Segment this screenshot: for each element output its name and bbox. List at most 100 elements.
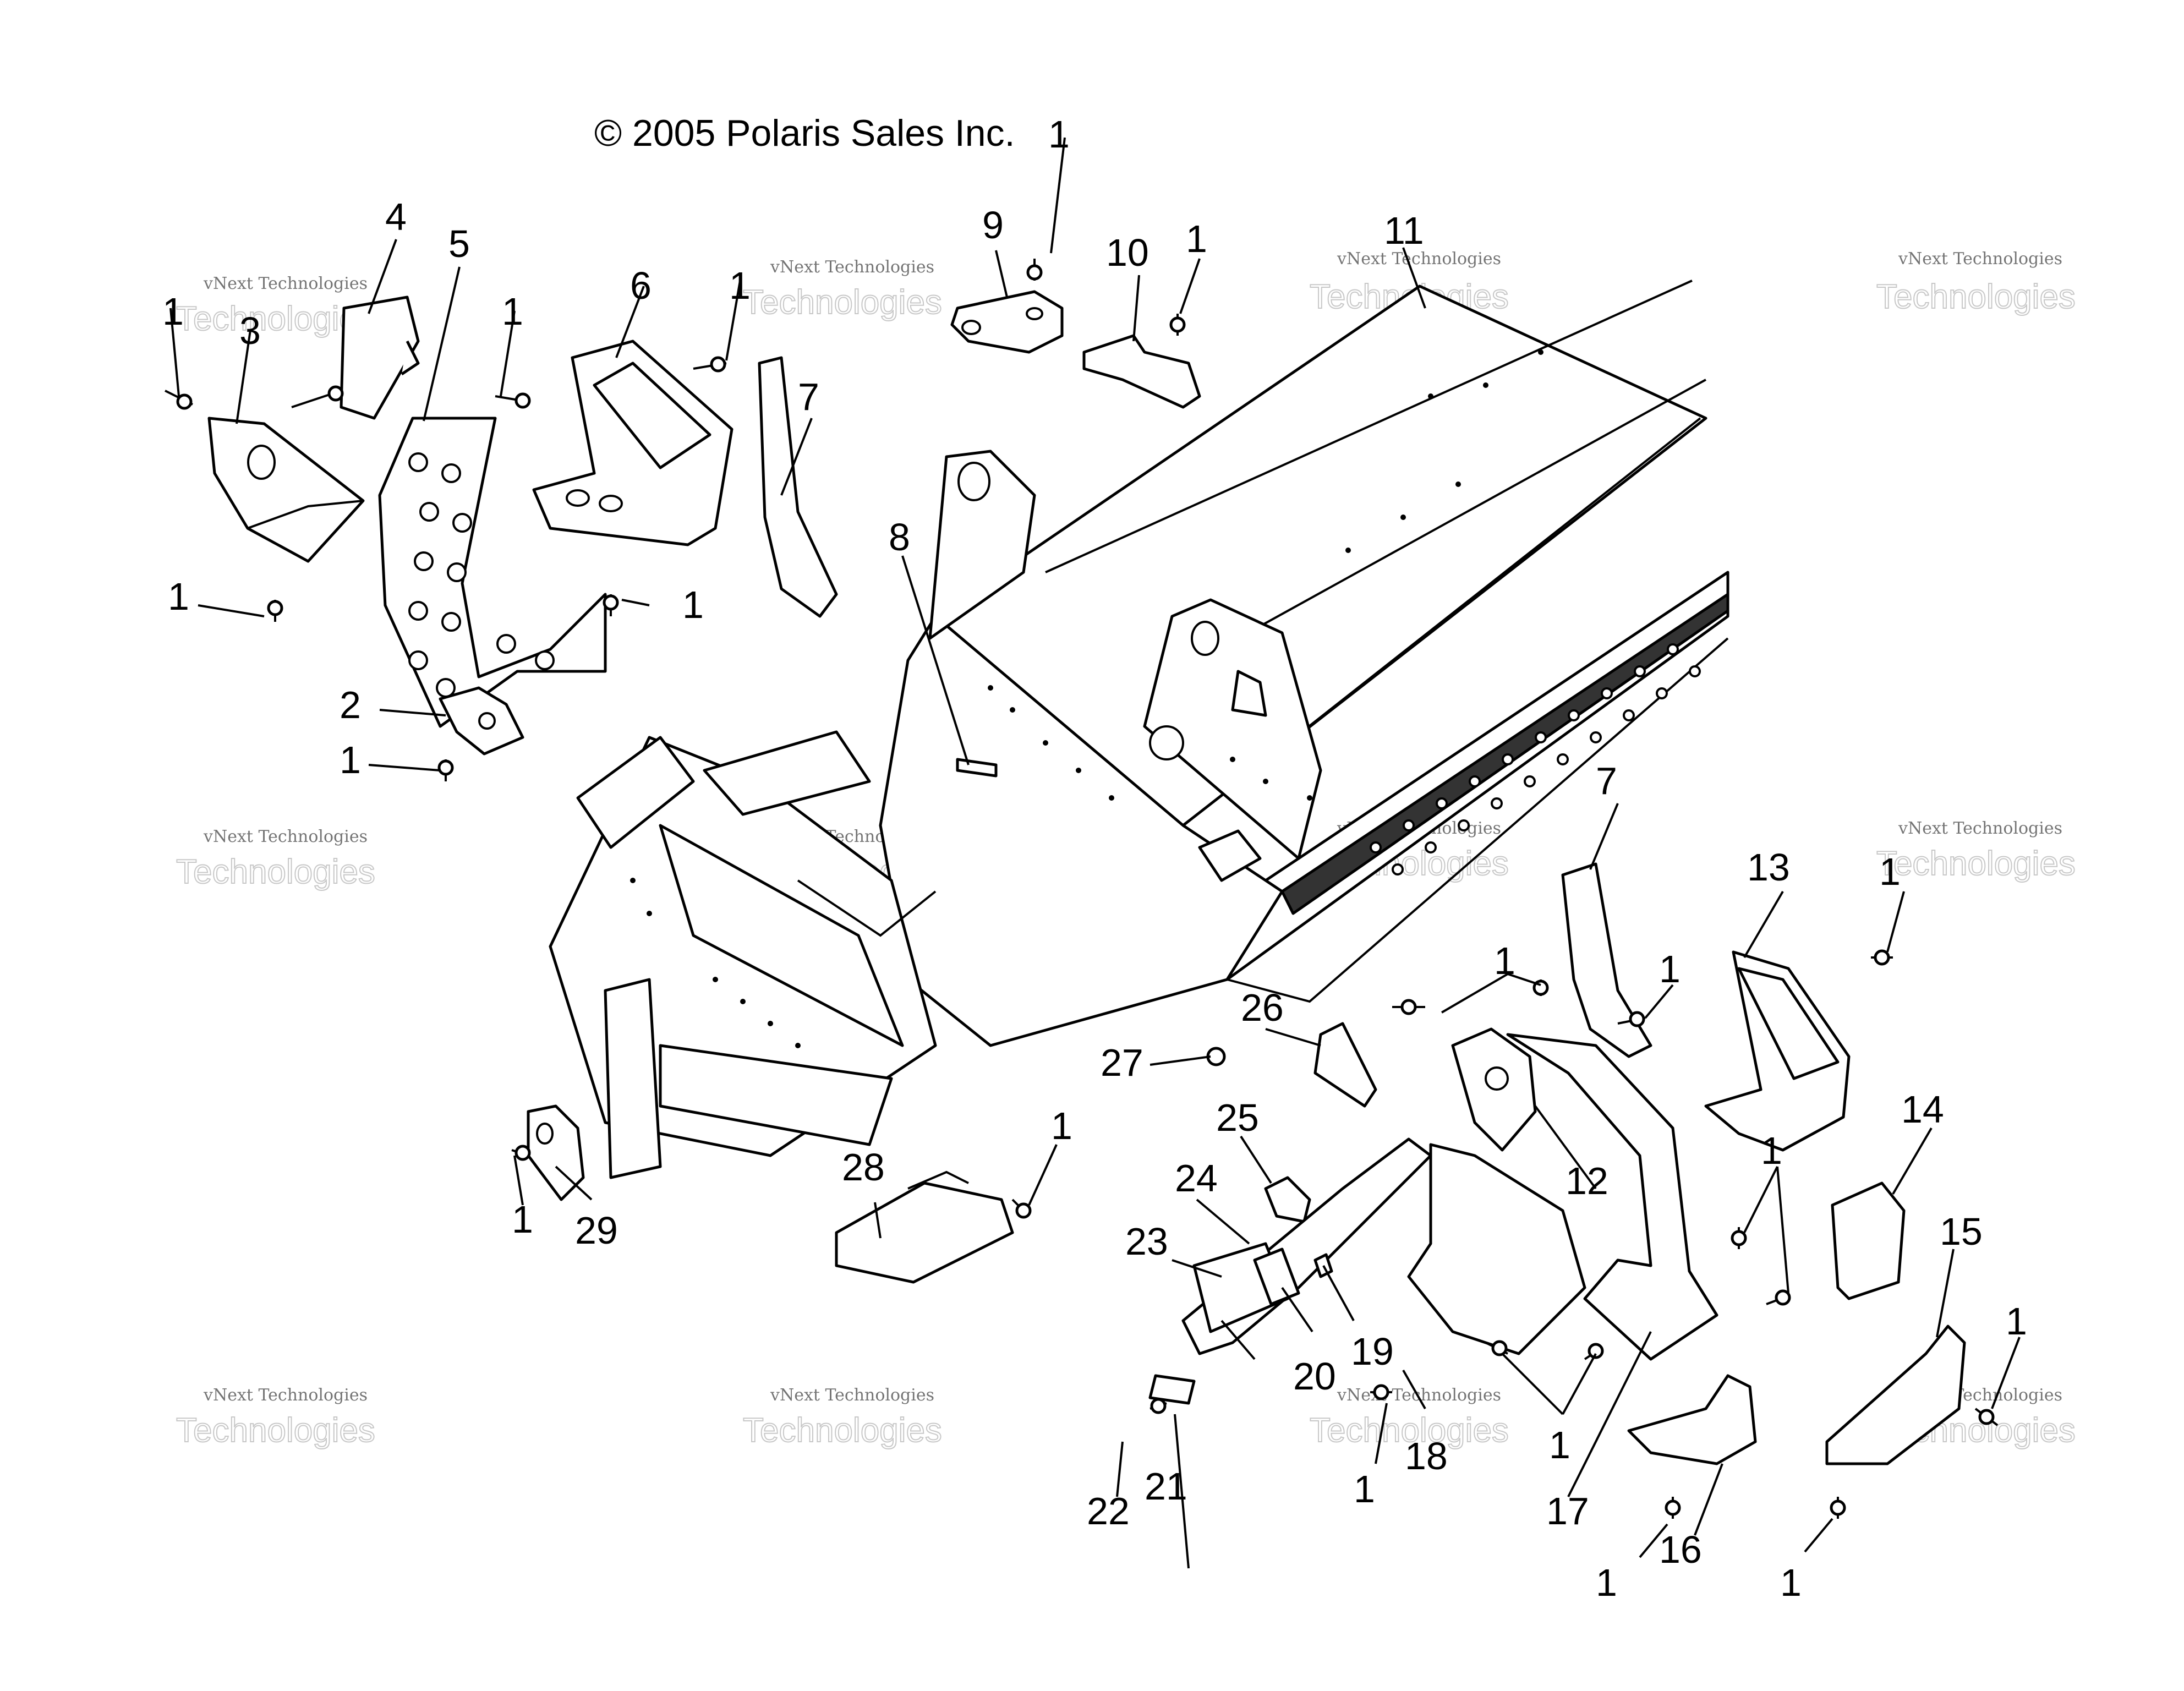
- callout-1: 1: [1048, 113, 1070, 156]
- callout-25: 25: [1216, 1096, 1259, 1139]
- part-18-panel: [1407, 1143, 1586, 1355]
- watermark-text: vNext Technologies: [1337, 1386, 1501, 1405]
- callout-1: 1: [1780, 1561, 1802, 1604]
- part-21-plate: [1148, 1374, 1196, 1405]
- bulkhead-mount-bracket: [703, 730, 871, 816]
- part-9-bracket: [950, 290, 1064, 354]
- tunnel-side-panel: [879, 615, 1284, 1047]
- part-7-deflector-lower: [1561, 862, 1652, 1058]
- callout-6: 6: [630, 264, 652, 307]
- callout-17: 17: [1546, 1490, 1589, 1533]
- watermark-text: vNext Technologies: [770, 1386, 934, 1405]
- watermark-text: vNext Technologies: [1898, 819, 2062, 838]
- watermark-text: Technologies: [743, 1411, 942, 1449]
- chassis-frame: [549, 280, 1729, 1179]
- callout-1: 1: [340, 738, 361, 781]
- part-20-decal: [1253, 1247, 1300, 1306]
- callout-4: 4: [385, 195, 407, 238]
- part-15-panel: [1825, 1325, 1966, 1465]
- watermark-text: Technologies: [1876, 845, 2076, 883]
- watermark-text: vNext Technologies: [1337, 249, 1501, 269]
- callout-1: 1: [1186, 217, 1207, 260]
- part-3-bracket: [207, 417, 365, 563]
- callout-1: 1: [2006, 1300, 2027, 1343]
- part-5-holes: [408, 452, 555, 698]
- callout-1: 1: [168, 575, 189, 618]
- callout-19: 19: [1351, 1330, 1394, 1373]
- watermark-text: vNext Technologies: [1898, 249, 2062, 269]
- watermark-text: Technologies: [176, 853, 375, 891]
- callout-3: 3: [239, 309, 261, 352]
- callout-1: 1: [1354, 1468, 1375, 1511]
- watermark-text: Technologies: [1876, 278, 2076, 316]
- callout-11: 11: [1384, 209, 1424, 252]
- tunnel-edge-line: [1238, 379, 1706, 639]
- callout-1: 1: [1494, 939, 1515, 982]
- callout-1: 1: [1596, 1561, 1617, 1604]
- bulkhead-upper-plate: [576, 736, 695, 849]
- callout-28: 28: [842, 1146, 885, 1189]
- watermark-text: Technologies: [176, 1411, 375, 1449]
- callout-labels: 1 4 5 1 9 10 11 6 1 1 3 1 7 8 1 1 2 1 7 …: [162, 113, 2027, 1604]
- callout-20: 20: [1293, 1355, 1336, 1398]
- callout-27: 27: [1101, 1041, 1143, 1084]
- callout-8: 8: [889, 516, 910, 559]
- callout-7: 7: [798, 375, 819, 418]
- part-17-frame: [1506, 1033, 1718, 1361]
- callout-1: 1: [502, 290, 523, 333]
- part-28-plate: [835, 1181, 1014, 1284]
- watermark-text: vNext Technologies: [770, 258, 934, 277]
- callout-10: 10: [1106, 231, 1149, 274]
- callout-2: 2: [340, 683, 361, 726]
- callout-1: 1: [1879, 850, 1901, 893]
- part-10-bracket: [1082, 334, 1201, 409]
- callout-1: 1: [1659, 948, 1681, 990]
- callout-1: 1: [1549, 1424, 1570, 1466]
- bulkhead-detail-line: [797, 879, 937, 937]
- steering-tower-left: [928, 450, 1036, 640]
- callout-26: 26: [1241, 986, 1284, 1029]
- callout-15: 15: [1940, 1210, 1983, 1253]
- tower-cutout: [1198, 829, 1262, 882]
- part-5-skid-plate: [378, 417, 607, 728]
- bulkhead-front-leg: [604, 978, 662, 1179]
- callout-9: 9: [982, 204, 1004, 247]
- callout-23: 23: [1125, 1220, 1168, 1263]
- running-board-rail: [1280, 593, 1729, 915]
- callout-1: 1: [162, 290, 184, 333]
- callout-16: 16: [1659, 1528, 1702, 1571]
- watermark-text: Technologies: [743, 283, 942, 321]
- chassis-rivets: [630, 349, 1543, 1048]
- part-7-deflector: [758, 356, 838, 618]
- callout-1: 1: [1051, 1104, 1072, 1147]
- running-board-holes: [1370, 643, 1701, 875]
- callout-7: 7: [1596, 759, 1617, 802]
- callout-18: 18: [1405, 1435, 1448, 1477]
- steering-tower-right: [1143, 598, 1322, 860]
- part-25-clip: [1264, 1176, 1311, 1223]
- callout-1: 1: [512, 1198, 533, 1241]
- watermark-text: vNext Technologies: [203, 827, 368, 846]
- callout-1: 1: [1761, 1129, 1782, 1172]
- part-16-bracket: [1627, 1374, 1757, 1465]
- bulkhead-cradle: [659, 824, 904, 1047]
- part-26-clip: [1313, 1022, 1377, 1108]
- leader-lines: [169, 137, 2021, 1569]
- callout-22: 22: [1087, 1490, 1130, 1533]
- running-board-edge: [1227, 637, 1729, 1003]
- tunnel-edge-line: [1045, 280, 1693, 573]
- callout-24: 24: [1175, 1157, 1218, 1200]
- tower-cutout: [1231, 670, 1267, 717]
- watermark-text: vNext Technologies: [203, 1386, 368, 1405]
- callout-1: 1: [729, 264, 751, 307]
- watermark-text: vNext Technologies: [203, 274, 368, 293]
- callout-1: 1: [682, 583, 704, 626]
- callout-5: 5: [448, 222, 470, 265]
- callout-29: 29: [575, 1209, 618, 1252]
- callout-12: 12: [1566, 1159, 1608, 1202]
- bulkhead-lower-beam: [659, 1044, 893, 1146]
- callout-13: 13: [1747, 846, 1790, 889]
- callout-14: 14: [1901, 1088, 1944, 1131]
- part-13-panel: [1704, 950, 1851, 1152]
